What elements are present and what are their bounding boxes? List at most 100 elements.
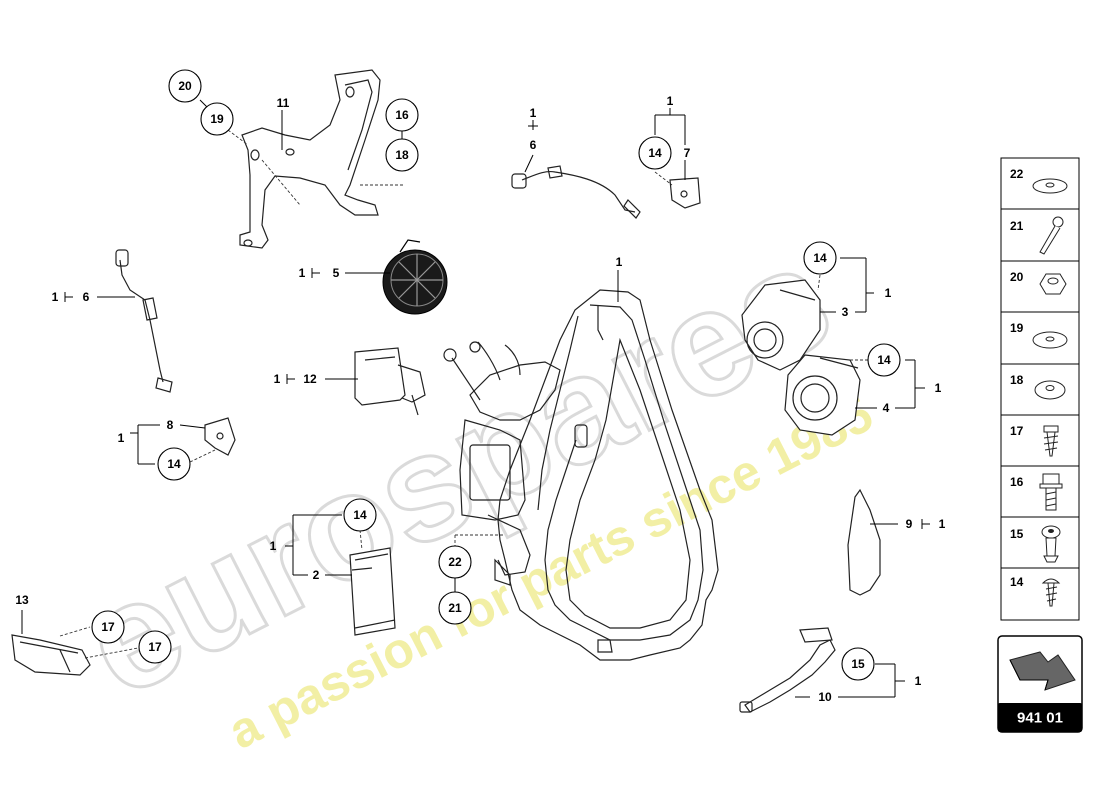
legend-row-18: 18: [1010, 373, 1066, 400]
svg-text:14: 14: [813, 251, 827, 265]
cable-part-6-top: [511, 165, 641, 219]
legend-num-22: 22: [1010, 167, 1024, 181]
bulb-part-12: [354, 347, 426, 416]
callout-bubbles: 20 19 16 18 14 14 14 22 21 17 17 14 14 1…: [91, 69, 901, 681]
bubble-17-a: 17: [91, 610, 125, 644]
part-label-1-d: 1: [299, 266, 306, 280]
diagram-ref-number: 941 01: [1017, 710, 1063, 727]
bubble-18: 18: [385, 138, 419, 172]
part-label-1-c: 1: [616, 255, 623, 269]
module-part-4: [784, 354, 861, 436]
svg-text:14: 14: [877, 353, 891, 367]
washer-icon: [1032, 178, 1068, 194]
legend-row-21: 21: [1010, 216, 1064, 255]
legend-num-18: 18: [1010, 373, 1024, 387]
part-label-4: 4: [883, 401, 890, 415]
svg-text:19: 19: [210, 112, 224, 126]
legend-num-17: 17: [1010, 424, 1024, 438]
legend-row-14: 14: [1010, 575, 1061, 607]
legend-row-16: 16: [1010, 473, 1063, 511]
legend-num-20: 20: [1010, 270, 1024, 284]
part-label-2: 2: [313, 568, 320, 582]
side-marker-part-13: [11, 634, 91, 676]
bubble-21: 21: [438, 591, 472, 625]
svg-text:15: 15: [851, 657, 865, 671]
svg-text:14: 14: [353, 508, 367, 522]
washer-icon: [1032, 331, 1068, 349]
expansion-rivet-icon: [1041, 525, 1061, 563]
self-tapping-screw-icon: [1041, 578, 1061, 607]
part-label-3: 3: [842, 305, 849, 319]
part-label-9: 9: [906, 517, 913, 531]
part-label-10: 10: [818, 690, 832, 704]
part-label-1-h: 1: [270, 539, 277, 553]
orientation-arrow-box: 941 01: [997, 635, 1083, 733]
bubble-15: 15: [841, 647, 875, 681]
svg-text:22: 22: [448, 555, 462, 569]
part-number-labels: 11 1 6 1 7 1 1 5 1 6 1 12 1 8 1 2 13 3 1…: [15, 94, 945, 704]
bubble-14-a: 14: [638, 136, 672, 170]
part-label-1-e: 1: [52, 290, 59, 304]
cover-part-9: [847, 488, 881, 596]
legend-row-19: 19: [1010, 321, 1068, 349]
part-label-1-f: 1: [274, 372, 281, 386]
legend-num-16: 16: [1010, 475, 1024, 489]
bubble-17-b: 17: [138, 630, 172, 664]
part-label-1-g: 1: [118, 431, 125, 445]
part-label-12: 12: [303, 372, 317, 386]
part-label-1-i: 1: [885, 286, 892, 300]
clip-part-8: [204, 417, 236, 456]
fastener-legend: 22 21 20 19: [1000, 157, 1080, 621]
flange-bolt-icon: [1039, 473, 1063, 511]
module-part-3: [741, 279, 821, 371]
bubble-16: 16: [385, 98, 419, 132]
part-label-5: 5: [333, 266, 340, 280]
part-label-11: 11: [277, 96, 290, 110]
svg-text:17: 17: [101, 620, 115, 634]
long-screw-icon: [1039, 216, 1064, 255]
svg-text:16: 16: [395, 108, 409, 122]
part-label-6-a: 6: [530, 138, 537, 152]
washer-nozzle-part-10: [739, 627, 836, 713]
hex-nut-icon: [1039, 273, 1067, 295]
cable-part-6-left: [115, 249, 173, 393]
bracket-part-11: [239, 69, 405, 249]
svg-text:14: 14: [648, 146, 662, 160]
part-label-6-b: 6: [83, 290, 90, 304]
bubble-14-e: 14: [867, 343, 901, 377]
direction-arrow-icon: [1009, 651, 1076, 691]
self-tapping-screw-icon: [1043, 425, 1059, 457]
legend-row-22: 22: [1010, 167, 1068, 194]
legend-num-15: 15: [1010, 527, 1024, 541]
bubble-19: 19: [200, 102, 234, 136]
svg-text:20: 20: [178, 79, 192, 93]
legend-row-17: 17: [1010, 424, 1059, 457]
control-unit-part-2: [349, 547, 396, 636]
bubble-22: 22: [438, 545, 472, 579]
legend-row-15: 15: [1010, 525, 1061, 563]
part-label-1-j: 1: [935, 381, 942, 395]
washer-icon: [1034, 380, 1066, 400]
part-label-1-a: 1: [530, 106, 537, 120]
part-label-7: 7: [684, 146, 691, 160]
part-label-1-k: 1: [939, 517, 946, 531]
part-label-13: 13: [15, 593, 29, 607]
svg-text:21: 21: [448, 601, 462, 615]
svg-text:18: 18: [395, 148, 409, 162]
svg-text:17: 17: [148, 640, 162, 654]
part-label-1-l: 1: [915, 674, 922, 688]
part-label-1-b: 1: [667, 94, 674, 108]
legend-num-14: 14: [1010, 575, 1024, 589]
clip-part-7: [669, 177, 701, 209]
cap-part-5: [382, 239, 448, 315]
legend-row-20: 20: [1010, 270, 1067, 295]
headlight-housing: [443, 289, 719, 661]
legend-num-21: 21: [1010, 219, 1024, 233]
bubble-20: 20: [168, 69, 202, 103]
svg-text:14: 14: [167, 457, 181, 471]
part-label-8: 8: [167, 418, 174, 432]
bubble-14-d: 14: [803, 241, 837, 275]
legend-num-19: 19: [1010, 321, 1024, 335]
bubble-14-c: 14: [343, 498, 377, 532]
